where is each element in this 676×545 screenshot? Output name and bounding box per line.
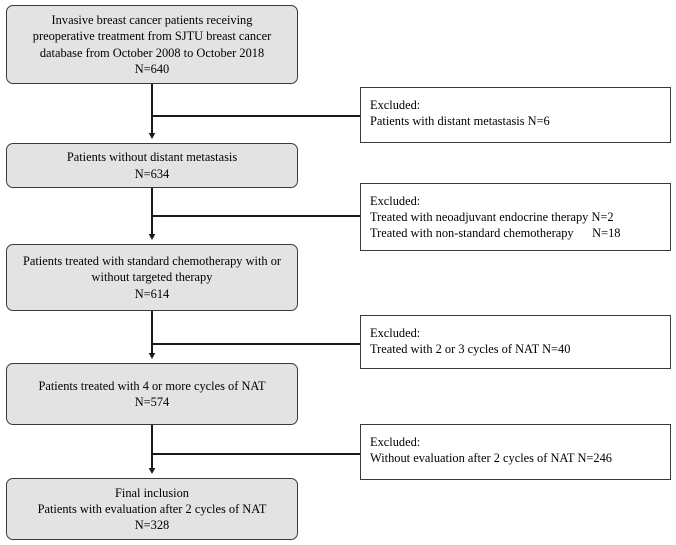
stage-box-cohort-source: Invasive breast cancer patients receivin… — [6, 5, 298, 84]
exclusion-heading: Excluded: — [370, 326, 421, 340]
stage-box-final-inclusion: Final inclusion Patients with evaluation… — [6, 478, 298, 540]
exclusion-heading: Excluded: — [370, 98, 421, 112]
exclusion-line: Treated with 2 or 3 cycles of NAT N=40 — [370, 342, 571, 357]
stage-line: Invasive breast cancer patients receivin… — [51, 13, 253, 28]
exclusion-line: Treated with neoadjuvant endocrine thera… — [370, 210, 614, 225]
stage-line: database from October 2008 to October 20… — [39, 45, 265, 60]
exclusion-box-therapy: Excluded: Treated with neoadjuvant endoc… — [360, 183, 671, 251]
exclusion-line: Treated with non-standard chemotherapy N… — [370, 226, 621, 241]
stage-line: Patients treated with standard chemother… — [22, 254, 282, 269]
stage-count: N=634 — [134, 166, 170, 181]
stage-line: Patients treated with 4 or more cycles o… — [38, 378, 266, 393]
stage-line: Patients with evaluation after 2 cycles … — [37, 501, 267, 516]
stage-box-no-metastasis: Patients without distant metastasis N=63… — [6, 143, 298, 188]
stage-count: N=328 — [134, 518, 170, 533]
exclusion-line: Without evaluation after 2 cycles of NAT… — [370, 451, 612, 466]
stage-line: Patients without distant metastasis — [66, 150, 238, 165]
stage-line: preoperative treatment from SJTU breast … — [32, 29, 272, 44]
exclusion-heading: Excluded: — [370, 194, 421, 208]
exclusion-box-cycles: Excluded: Treated with 2 or 3 cycles of … — [360, 315, 671, 369]
stage-count: N=640 — [134, 61, 170, 76]
stage-count: N=614 — [134, 286, 170, 301]
exclusion-box-metastasis: Excluded: Patients with distant metastas… — [360, 87, 671, 143]
exclusion-heading: Excluded: — [370, 435, 421, 449]
stage-line: Final inclusion — [115, 485, 189, 500]
stage-line: without targeted therapy — [91, 270, 213, 285]
exclusion-line: Patients with distant metastasis N=6 — [370, 114, 550, 129]
exclusion-box-evaluation: Excluded: Without evaluation after 2 cyc… — [360, 424, 671, 480]
stage-box-four-cycles: Patients treated with 4 or more cycles o… — [6, 363, 298, 425]
stage-box-standard-chemo: Patients treated with standard chemother… — [6, 244, 298, 311]
stage-count: N=574 — [134, 395, 170, 409]
